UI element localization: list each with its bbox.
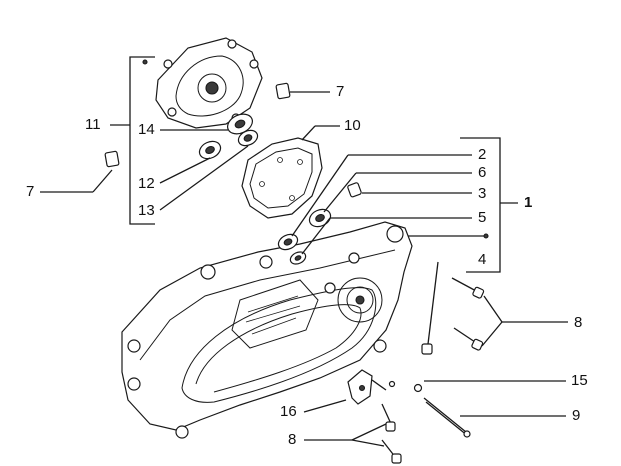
leader-lines — [40, 56, 568, 447]
callout-13: 13 — [138, 202, 155, 219]
main-cover-part — [121, 221, 413, 439]
callout-2: 2 — [478, 146, 486, 163]
bushing-7-left — [104, 150, 120, 168]
bushing-3 — [347, 182, 362, 198]
callout-15: 15 — [571, 372, 588, 389]
callout-11: 11 — [85, 116, 101, 133]
bearing-6 — [308, 208, 332, 228]
gasket-part — [241, 137, 323, 219]
callout-10: 10 — [344, 117, 361, 134]
callout-7-top: 7 — [336, 83, 344, 100]
bracket-16 — [347, 369, 387, 405]
callout-8-right: 8 — [574, 314, 582, 331]
callout-6: 6 — [478, 164, 486, 181]
callout-labels: 11 14 12 13 7 7 10 2 6 3 5 4 1 8 15 9 16… — [26, 83, 588, 448]
screw-8-lower-b — [381, 439, 402, 464]
callout-7-left: 7 — [26, 183, 34, 200]
callout-12: 12 — [138, 175, 155, 192]
callout-1: 1 — [524, 194, 532, 211]
stud-9 — [423, 397, 471, 438]
callout-5: 5 — [478, 209, 486, 226]
callout-16: 16 — [280, 403, 297, 420]
callout-14: 14 — [138, 121, 155, 138]
bearing-2 — [277, 233, 299, 251]
screw-8-lower-a — [381, 403, 396, 432]
callout-8-bottom: 8 — [288, 431, 296, 448]
bearing-14 — [227, 113, 253, 135]
screw-4 — [421, 261, 439, 355]
bearing-5 — [289, 251, 307, 265]
bearing-13 — [237, 129, 259, 147]
bearing-12 — [198, 140, 222, 160]
screw-8-middle — [453, 327, 484, 351]
callout-3: 3 — [478, 185, 486, 202]
bushing-7-top — [275, 82, 291, 100]
callout-9: 9 — [572, 407, 580, 424]
screw-8-upper — [451, 277, 485, 299]
callout-4: 4 — [478, 251, 486, 268]
washer-15 — [388, 380, 423, 393]
